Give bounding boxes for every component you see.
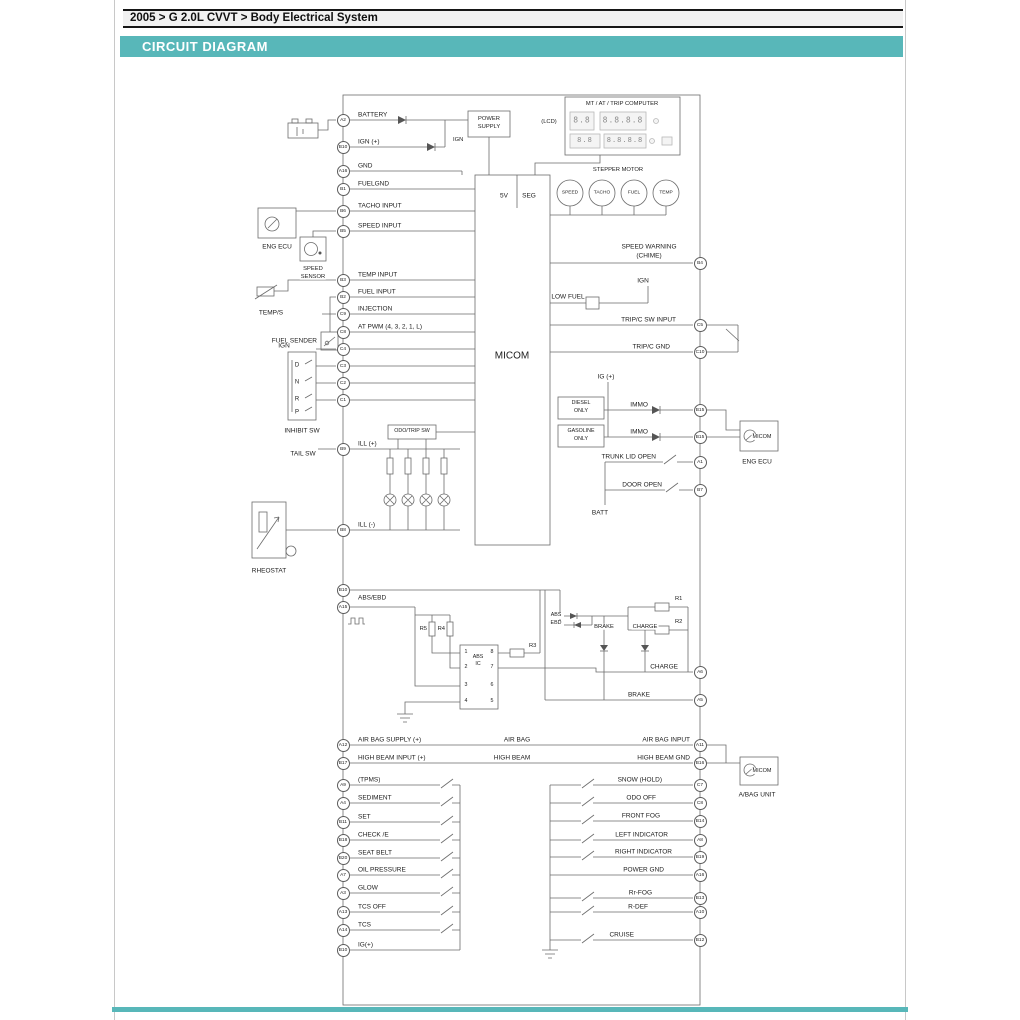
page-bottom-accent-bar: [112, 1007, 908, 1012]
breadcrumb: 2005 > G 2.0L CVVT > Body Electrical Sys…: [123, 9, 903, 28]
battery-symbol: [287, 118, 336, 139]
trip-computer-lcd: [534, 96, 681, 175]
page-frame-left: [114, 0, 115, 1020]
right-mid-wires: [550, 262, 779, 505]
cluster-frame: [342, 94, 701, 1006]
stepper-motor-gauges: [550, 179, 680, 216]
section-title: CIRCUIT DIAGRAM: [142, 39, 268, 54]
illumination-section: [286, 431, 475, 531]
top-left-wires: [274, 116, 475, 401]
section-title-banner: CIRCUIT DIAGRAM: [120, 36, 903, 57]
left-components: [251, 207, 437, 559]
page-frame-right: [905, 0, 906, 1020]
bottom-section: [350, 744, 779, 959]
abs-section: [348, 589, 693, 723]
